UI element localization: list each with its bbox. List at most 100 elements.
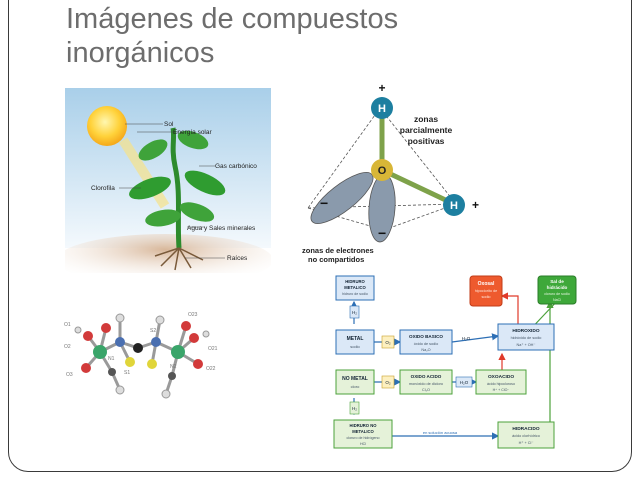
atom-label: S2 [150,328,156,334]
svg-text:Oxosal: Oxosal [478,281,495,287]
inorganic-compounds-flowchart: HIDRURO METALICO hidruro de sodio H₂ MET… [333,275,577,449]
slide-frame [8,0,632,472]
leaf [129,176,171,200]
box-sal-hidracido: Sal de hidrácido cloruro de sodio NaCl [537,275,577,305]
atom-label: O1 [64,322,71,328]
svg-text:cloro: cloro [351,384,360,389]
reagent-o2-b: O₂ [385,380,391,385]
svg-text:cloruro de hidrógeno: cloruro de hidrógeno [347,436,380,440]
svg-text:METALICO: METALICO [352,429,374,434]
leaf [177,130,209,150]
reagent-h2o-a: H₂O [462,336,471,341]
positive-zone-line-1: zonas [414,114,438,124]
reagent-h2o-b: H₂O [460,380,469,385]
charge-minus-left: − [320,195,328,211]
svg-text:hidróxido de sodio: hidróxido de sodio [511,336,542,340]
box-hidracido: HIDRACIDO ácido clorhídrico H⁺ + Cl⁻ [497,421,555,449]
title-line-2: inorgánicos [66,37,215,69]
o-label: O [378,165,387,177]
hydrogen-atom-top [371,97,393,119]
aqueous-solution-label: en solución acuosa [423,430,458,435]
svg-text:hidruro de sodio: hidruro de sodio [342,292,368,296]
svg-text:ácido hipocloroso: ácido hipocloroso [487,382,515,386]
svg-text:HIDROXIDO: HIDROXIDO [512,328,539,334]
box-oxido-basico: OXIDO BASICO óxido de sodio Na₂O [399,329,453,355]
svg-text:OXOACIDO: OXOACIDO [488,374,514,380]
atom-label: O2 [64,344,71,350]
svg-text:OXIDO ACIDO: OXIDO ACIDO [411,374,442,379]
svg-text:sodio: sodio [350,344,360,349]
h-top-label: H [378,103,386,115]
charge-minus-bottom: − [378,225,386,241]
soil [65,234,271,273]
box-no-metal: NO METAL cloro [335,369,375,395]
svg-text:Sal de: Sal de [550,279,564,284]
label-water-minerals: Agua y Sales minerales [187,225,256,232]
positive-zone-line-3: positivas [408,136,445,146]
label-sun: Sol [164,121,174,128]
svg-text:HIDRURO: HIDRURO [345,279,365,284]
charge-plus-right: + [472,198,479,212]
atom-label: N2 [170,364,177,370]
svg-text:hipoclorito de: hipoclorito de [475,289,498,293]
reagent-h2o-b-box [455,376,473,388]
reagent-h2-top-box [349,305,360,319]
svg-text:cloruro de sodio: cloruro de sodio [544,292,570,296]
positive-zone-line-2: parcialmente [400,125,453,135]
svg-text:OXIDO BASICO: OXIDO BASICO [409,334,443,339]
label-chlorophyll: Clorofila [91,185,115,192]
svg-text:ácido clorhídrico: ácido clorhídrico [512,434,540,438]
title-line-1: Imágenes de compuestos [66,3,399,35]
atom-label: O22 [206,366,216,372]
reagent-h2-bottom: H₂ [352,406,357,411]
box-hidroxido: HIDROXIDO hidróxido de sodio Na⁺ + OH⁻ [497,323,555,351]
svg-text:hidrácido: hidrácido [547,285,568,290]
svg-text:METAL: METAL [347,336,364,342]
label-co2: Gas carbónico [215,163,257,170]
photosynthesis-image: Sol Energía solar Gas carbónico Clorofil… [65,88,271,273]
box-hidruro-no-metalico: HIDRURO NO METALICO cloruro de hidrógeno… [333,419,393,449]
svg-text:H⁺ + Cl⁻: H⁺ + Cl⁻ [519,441,534,445]
leaf [179,202,215,222]
box-metal: METAL sodio [335,329,375,355]
reagent-o2-b-box [381,375,395,389]
label-solar-energy: Energía solar [173,129,212,136]
h-right-label: H [450,200,458,212]
svg-text:óxido de sodio: óxido de sodio [414,342,439,346]
svg-text:H⁺ + ClO⁻: H⁺ + ClO⁻ [493,388,510,392]
leaf [138,139,168,161]
box-oxosal: Oxosal hipoclorito de sodio [469,275,503,307]
atom-label: O21 [208,346,218,352]
plant-stem [170,127,182,249]
leaf [145,209,181,227]
svg-text:HCl: HCl [360,442,366,446]
sun-icon [87,106,127,146]
hydrogen-atom-right [443,194,465,216]
svg-text:NaCl: NaCl [553,298,561,302]
slide-title: Imágenes de compuestos inorgánicos [66,2,398,70]
svg-text:Na⁺ + OH⁻: Na⁺ + OH⁻ [517,343,536,347]
svg-text:HIDRACIDO: HIDRACIDO [512,426,539,432]
svg-text:METALICO: METALICO [344,285,366,290]
bond-right [380,167,456,207]
lone-pair-label-line-1: zonas de electrones [302,246,374,255]
reagent-h2-bottom-box [349,401,360,415]
svg-text:HIDRURO NO: HIDRURO NO [350,423,378,428]
label-roots: Raíces [227,255,248,262]
water-molecule-diagram: H H O + + − − zonas parcialmente positiv… [302,81,479,264]
box-oxoacido: OXOACIDO ácido hipocloroso H⁺ + ClO⁻ [475,369,527,395]
svg-text:sodio: sodio [481,295,490,299]
reagent-o2-a: O₂ [385,340,391,345]
atom-label: O3 [66,372,73,378]
reagent-o2-a-box [381,335,395,349]
atom-label: S1 [124,370,130,376]
svg-text:NO METAL: NO METAL [342,376,368,382]
ball-stick-molecule: O1 O2 O3 N1 S1 S2 N2 O21 O22 O23 [64,312,218,399]
charge-plus-top: + [378,81,385,95]
svg-text:monóxido de dicloro: monóxido de dicloro [409,382,443,386]
svg-text:Cl₂O: Cl₂O [422,388,430,392]
lone-pair-label-line-2: no compartidos [308,255,364,264]
reagent-h2-top: H₂ [352,310,357,315]
atom-label: O23 [188,312,198,318]
